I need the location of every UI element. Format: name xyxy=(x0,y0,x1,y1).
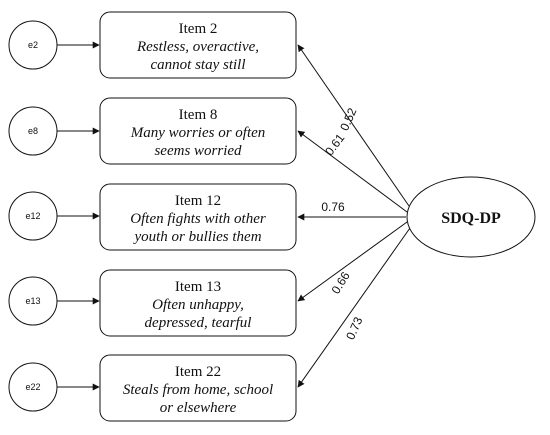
item-desc-line2: or elsewhere xyxy=(160,400,237,416)
item-desc-line1: Restless, overactive, xyxy=(136,39,259,55)
loading-arrow xyxy=(297,44,410,207)
loading-label: 0.76 xyxy=(321,200,345,214)
item-desc-line1: Steals from home, school xyxy=(123,382,273,398)
error-label: e13 xyxy=(25,296,40,306)
item-title: Item 22 xyxy=(175,364,221,380)
item-desc-line1: Often unhappy, xyxy=(152,297,244,313)
error-label: e2 xyxy=(28,40,38,50)
item-box xyxy=(99,269,297,337)
item-desc-line2: youth or bullies them xyxy=(132,229,261,245)
error-label: e8 xyxy=(28,126,38,136)
item-desc-line2: cannot stay still xyxy=(151,57,246,73)
loading-arrow xyxy=(297,227,411,388)
loading-arrow xyxy=(297,130,408,213)
item-row: e8 Item 8 Many worries or often seems wo… xyxy=(8,97,297,165)
item-title: Item 13 xyxy=(175,279,221,295)
item-box xyxy=(99,183,297,251)
latent-factor-label: SDQ-DP xyxy=(441,210,501,227)
item-box xyxy=(99,97,297,165)
item-row: e2 Item 2 Restless, overactive, cannot s… xyxy=(8,11,297,79)
item-row: e13 Item 13 Often unhappy, depressed, te… xyxy=(8,269,297,337)
item-title: Item 12 xyxy=(175,193,221,209)
loading-label: 0.61 xyxy=(322,131,347,158)
item-desc-line1: Many worries or often xyxy=(130,125,266,141)
item-title: Item 8 xyxy=(179,107,218,123)
loading-label: 0.66 xyxy=(328,269,352,297)
item-box xyxy=(99,354,297,422)
error-label: e22 xyxy=(25,382,40,392)
item-desc-line2: seems worried xyxy=(154,143,242,159)
item-row: e12 Item 12 Often fights with other yout… xyxy=(8,183,297,251)
item-row: e22 Item 22 Steals from home, school or … xyxy=(8,354,297,422)
error-label: e12 xyxy=(25,211,40,221)
item-desc-line2: depressed, tearful xyxy=(145,315,252,331)
item-title: Item 2 xyxy=(179,21,218,37)
loading-arrow xyxy=(297,221,408,302)
latent-factor-ellipse xyxy=(406,176,536,258)
item-box xyxy=(99,11,297,79)
item-desc-line1: Often fights with other xyxy=(130,211,266,227)
